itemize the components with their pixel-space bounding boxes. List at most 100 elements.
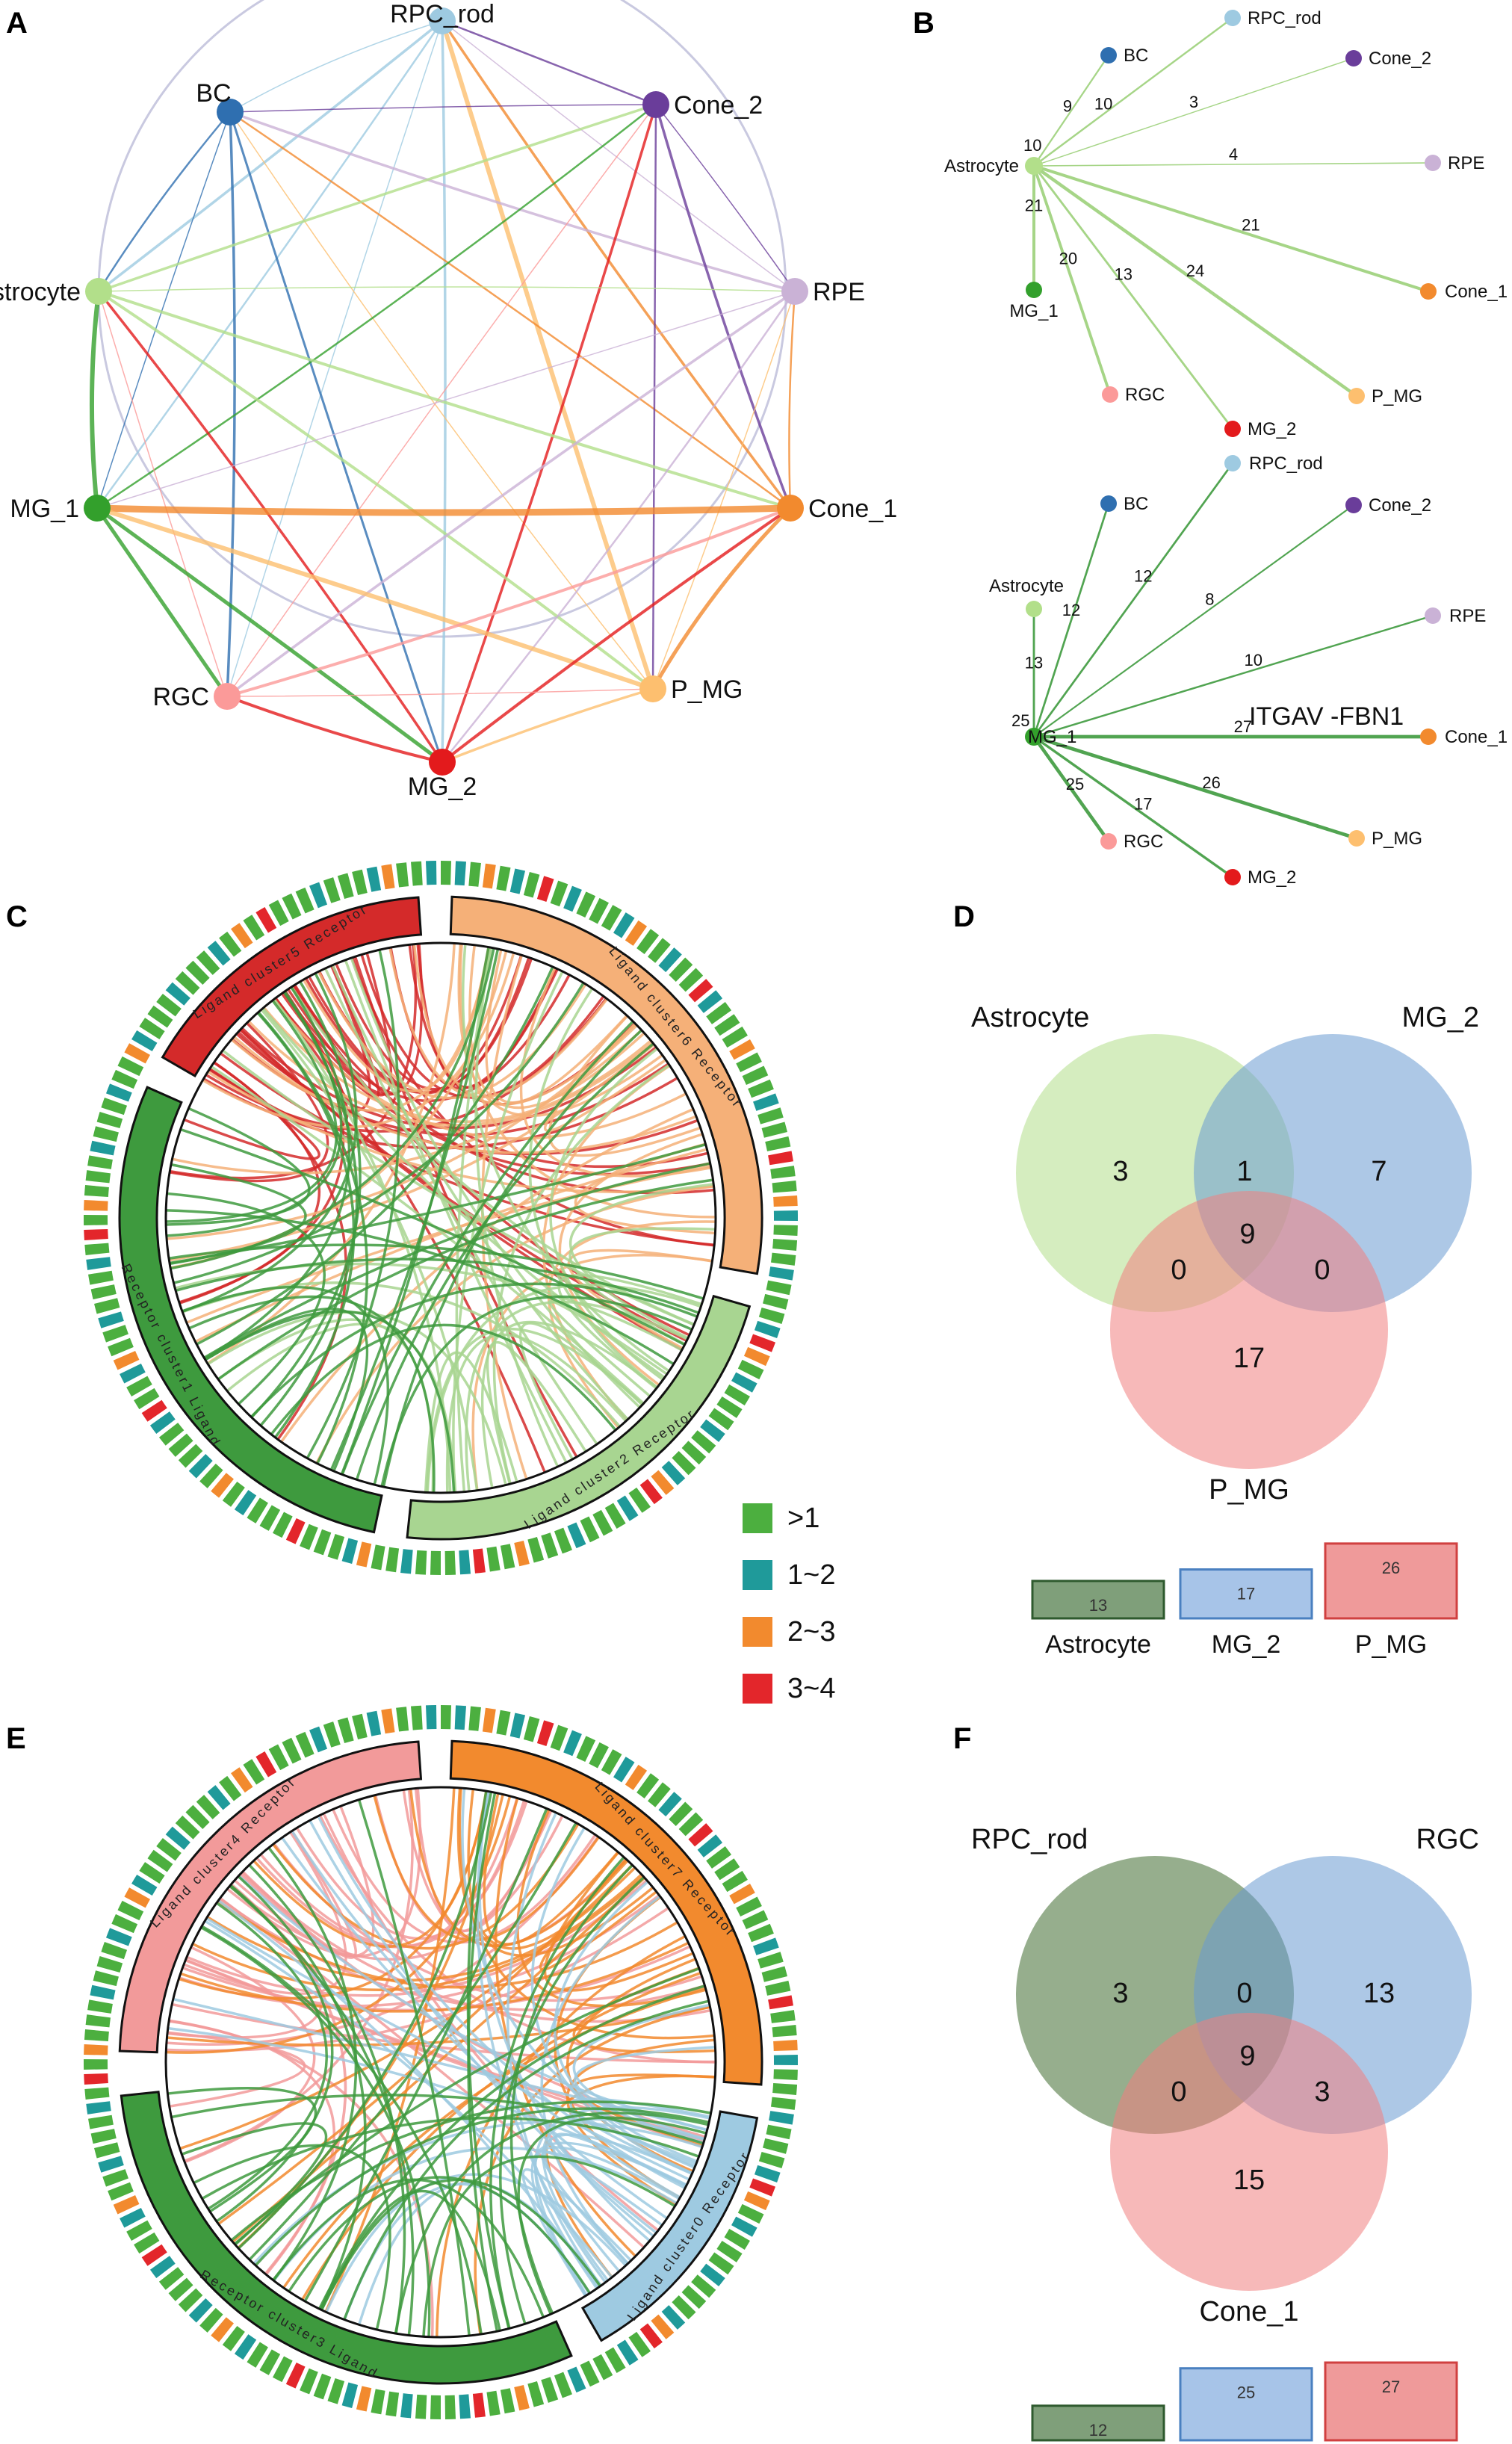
- expression-tile: [124, 1043, 150, 1064]
- expression-tile: [282, 893, 302, 920]
- edge-RPE-P_MG: [652, 291, 796, 690]
- expression-tile: [444, 1550, 456, 1575]
- expression-tile: [500, 2388, 515, 2414]
- node-RGC: [1102, 386, 1118, 403]
- node-label-Astrocyte: Astrocyte: [0, 278, 81, 306]
- venn-circle-c: [1110, 2013, 1388, 2291]
- link: [295, 1799, 526, 1940]
- edge-BC: [1032, 503, 1110, 737]
- link: [467, 1792, 499, 2332]
- venn-region-a: 3: [1112, 1978, 1128, 2009]
- link: [280, 1107, 694, 1443]
- expression-tile: [763, 2138, 789, 2154]
- link: [462, 944, 670, 1373]
- node-label-Cone_2: Cone_2: [674, 91, 763, 120]
- expression-tile: [772, 2083, 798, 2095]
- expression-tile: [761, 1122, 787, 1138]
- expression-tile: [773, 1225, 798, 1237]
- edge-RGC-MG_2: [226, 695, 443, 764]
- edge-count-Cone_1: 27: [1234, 717, 1252, 736]
- expression-tile: [411, 1705, 423, 1730]
- expression-tile: [168, 1433, 193, 1457]
- link: [317, 1984, 706, 2310]
- expression-tile: [769, 1266, 794, 1281]
- node-Astrocyte: [1025, 157, 1043, 175]
- expression-tile: [536, 876, 554, 902]
- expression-tile: [444, 2395, 456, 2419]
- legend-label-0: >1: [787, 1503, 819, 1534]
- link: [207, 1311, 507, 1485]
- expression-tile: [158, 1423, 185, 1446]
- expression-tile: [749, 1334, 776, 1352]
- expression-tile: [748, 1923, 774, 1943]
- link: [373, 1795, 600, 1942]
- bar-2: [1324, 2361, 1458, 2442]
- expression-tile: [255, 907, 277, 933]
- expression-tile: [309, 882, 328, 909]
- edge-count-Cone_2: 8: [1205, 590, 1214, 609]
- expression-tile: [149, 2256, 176, 2278]
- expression-tile: [742, 1910, 769, 1930]
- venn-region-ac: 0: [1171, 2076, 1186, 2108]
- node-Cone_2: [642, 91, 669, 118]
- expression-tile: [124, 1887, 150, 1908]
- link: [323, 968, 598, 1445]
- panel-letter-b: B: [913, 7, 935, 40]
- link: [517, 2116, 707, 2315]
- link: [455, 947, 492, 1492]
- link: [281, 1837, 668, 2220]
- edge-BC-MG_2: [229, 111, 444, 763]
- edge-Astrocyte-P_MG: [97, 290, 654, 690]
- node-label-RGC: RGC: [1125, 385, 1165, 405]
- expression-tile: [327, 1534, 345, 1560]
- expression-tile: [149, 1411, 176, 1434]
- link: [178, 1790, 489, 2000]
- link: [203, 1162, 711, 1359]
- expression-tile: [743, 1346, 770, 1367]
- edge-Astrocyte-MG_2: [97, 290, 444, 763]
- expression-tile: [616, 2339, 639, 2366]
- expression-tile: [763, 1293, 789, 1310]
- expression-tile: [628, 2331, 651, 2357]
- expression-tile: [313, 1529, 332, 1556]
- link: [217, 1860, 629, 2225]
- expression-tile: [773, 2054, 799, 2066]
- node-label-P_MG: P_MG: [1372, 829, 1422, 849]
- link: [290, 986, 695, 1326]
- expression-tile: [742, 1065, 769, 1086]
- link: [261, 1007, 666, 1379]
- expression-tile: [639, 2323, 663, 2349]
- expression-tile: [486, 1546, 501, 1572]
- expression-tile: [234, 1490, 257, 1516]
- edge-Cone_2-MG_2: [441, 104, 657, 763]
- link: [315, 1185, 714, 1464]
- expression-tile: [636, 929, 660, 955]
- expression-tile: [768, 1995, 793, 2010]
- edge-P_MG: [1033, 734, 1357, 841]
- edge-RPC_rod-Astrocyte: [97, 19, 444, 293]
- node-Cone_2: [1345, 497, 1362, 513]
- expression-tile: [459, 1550, 471, 1575]
- expression-tile: [273, 2356, 293, 2383]
- expression-tile: [88, 2114, 114, 2129]
- expression-tile: [90, 2129, 117, 2144]
- link: [233, 1967, 700, 2245]
- node-label-RPC_rod: RPC_rod: [1249, 454, 1323, 474]
- expression-tile: [604, 2347, 626, 2373]
- expression-tile: [327, 2378, 345, 2404]
- expression-tile: [753, 1937, 779, 1955]
- expression-tile: [185, 960, 210, 985]
- edge-RPC_rod-MG_2: [441, 20, 447, 763]
- expression-tile: [482, 863, 496, 889]
- expression-tile: [400, 1549, 413, 1574]
- node-BC: [1100, 495, 1117, 512]
- edge-RPC_rod-RPE: [441, 20, 796, 292]
- link: [219, 1897, 645, 2249]
- venn-region-bc: 0: [1314, 1255, 1330, 1286]
- expression-tile: [768, 1151, 793, 1166]
- expression-tile: [482, 1707, 496, 1733]
- expression-tile: [541, 1532, 559, 1559]
- expression-tile: [772, 1239, 798, 1251]
- source-label: MG_1: [1028, 727, 1076, 747]
- expression-tile: [766, 2124, 792, 2140]
